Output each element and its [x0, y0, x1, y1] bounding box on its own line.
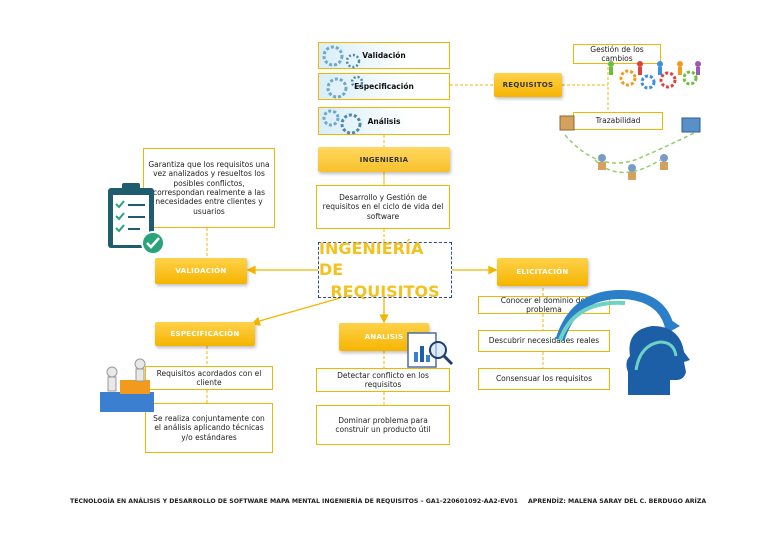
ingenieria-header: INGENIERIA	[318, 147, 450, 172]
gears-icon	[322, 45, 361, 69]
especificacion-item-1: Requisitos acordados con el cliente	[145, 366, 273, 390]
stack-analisis: Análisis	[318, 107, 450, 135]
footer-right: APRENDÍZ: MALENA SARAY DEL C. BERDUGO AR…	[528, 498, 707, 505]
central-topic-line2: REQUISITOS	[330, 281, 440, 301]
central-topic-line1: INGENIERÍA DE	[319, 238, 424, 280]
trazabilidad-label: Trazabilidad	[595, 116, 641, 126]
garantiza-text: Garantiza que los requisitos una vez ana…	[148, 159, 270, 216]
especificacion-item-text: Se realiza conjuntamente con el análisis…	[153, 413, 265, 442]
cambios-label: Gestión de los cambios	[590, 44, 644, 63]
desarrollo-box: Desarrollo y Gestión de requisitos en el…	[316, 185, 450, 229]
analisis-item-2: Dominar problema para construir un produ…	[316, 405, 450, 445]
stack-validacion: Validación	[318, 42, 450, 69]
stack-especificacion-label: Especificación	[354, 82, 414, 91]
elicitacion-node: ELICITACIÓN	[497, 258, 588, 286]
requisitos-box: REQUISITOS	[494, 73, 562, 97]
requisitos-label: REQUISITOS	[502, 81, 554, 89]
stack-validacion-label: Validación	[362, 51, 406, 60]
analisis-item-text: Detectar conflicto en los requisitos	[337, 370, 429, 389]
ingenieria-label: INGENIERIA	[359, 155, 409, 164]
especificacion-item-2: Se realiza conjuntamente con el análisis…	[145, 403, 273, 453]
elicitacion-label: ELICITACIÓN	[516, 268, 569, 276]
especificacion-node: ESPECIFICACIÓN	[155, 322, 255, 346]
validacion-node: VALIDACIÓN	[155, 258, 247, 284]
footer-middle: MAPA MENTAL INGENIERÍA DE REQUISITOS – G…	[270, 498, 518, 505]
especificacion-item-text: Requisitos acordados con el cliente	[156, 368, 262, 387]
elicitacion-item-text: Conocer el dominio del problema	[500, 295, 588, 314]
trazabilidad-box: Trazabilidad	[573, 112, 663, 130]
elicitacion-item-3: Consensuar los requisitos	[478, 368, 610, 390]
footer-left: TECNOLOGÍA EN ANÁLISIS Y DESARROLLO DE S…	[70, 498, 268, 505]
analisis-item-1: Detectar conflicto en los requisitos	[316, 368, 450, 392]
cambios-box: Gestión de los cambios	[573, 44, 661, 64]
especificacion-label: ESPECIFICACIÓN	[170, 330, 240, 338]
garantiza-box: Garantiza que los requisitos una vez ana…	[143, 148, 275, 228]
analisis-label: ANALISIS	[364, 333, 404, 341]
gears-icon	[326, 75, 364, 99]
elicitacion-item-text: Descubrir necesidades reales	[488, 336, 600, 346]
desarrollo-text: Desarrollo y Gestión de requisitos en el…	[322, 192, 444, 221]
elicitacion-item-text: Consensuar los requisitos	[495, 374, 593, 384]
elicitacion-item-2: Descubrir necesidades reales	[478, 330, 610, 352]
validacion-label: VALIDACIÓN	[175, 267, 227, 275]
stack-especificacion: Especificación	[318, 73, 450, 100]
stack-analisis-label: Análisis	[367, 116, 401, 126]
analisis-item-text: Dominar problema para construir un produ…	[335, 415, 431, 434]
central-topic: INGENIERÍA DE REQUISITOS	[318, 239, 452, 301]
gears-icon	[322, 109, 362, 135]
